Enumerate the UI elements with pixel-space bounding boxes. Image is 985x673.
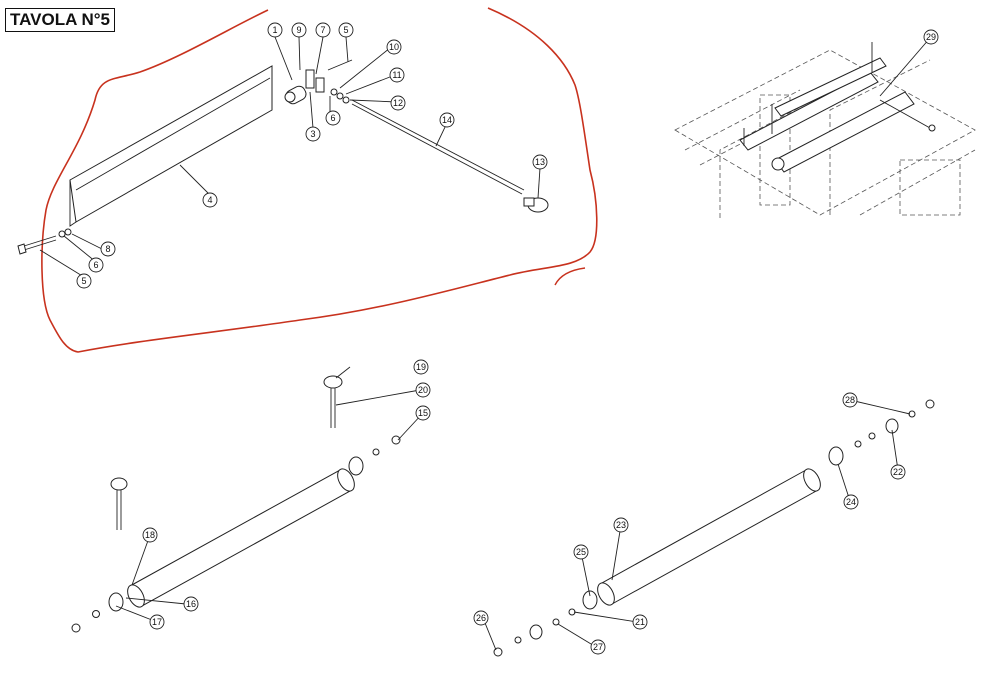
callout-28: 28 [842, 392, 858, 408]
callout-15: 15 [415, 405, 431, 421]
callout-11: 11 [389, 67, 405, 83]
callout-6-left: 6 [88, 257, 104, 273]
svg-text:29: 29 [926, 32, 936, 42]
callout-26: 26 [473, 610, 489, 626]
svg-text:24: 24 [846, 497, 856, 507]
callout-25: 25 [573, 544, 589, 560]
red-markup-outline [41, 7, 598, 353]
leader-lines [39, 36, 931, 651]
svg-text:14: 14 [442, 115, 452, 125]
panel-part-4 [69, 65, 273, 227]
callout-13: 13 [532, 154, 548, 170]
svg-text:18: 18 [145, 530, 155, 540]
callout-19: 19 [413, 359, 429, 375]
svg-text:4: 4 [207, 195, 212, 205]
callout-4: 4 [202, 192, 218, 208]
red-markup-tail [554, 267, 586, 286]
callout-1: 1 [267, 22, 283, 38]
svg-text:10: 10 [389, 42, 399, 52]
svg-text:6: 6 [93, 260, 98, 270]
callout-21: 21 [632, 614, 648, 630]
callout-3: 3 [305, 126, 321, 142]
svg-text:17: 17 [152, 617, 162, 627]
knob-part-13 [523, 197, 549, 213]
svg-text:22: 22 [893, 467, 903, 477]
callout-29: 29 [923, 29, 939, 45]
svg-text:1: 1 [272, 25, 277, 35]
roller-end-hardware-right [493, 399, 935, 657]
roller-part-18 [127, 468, 355, 608]
svg-text:9: 9 [296, 25, 301, 35]
svg-text:11: 11 [392, 70, 401, 80]
callout-23: 23 [613, 517, 629, 533]
callout-8: 8 [100, 241, 116, 257]
svg-text:5: 5 [81, 276, 86, 286]
svg-text:26: 26 [476, 613, 486, 623]
roller-part-23 [597, 468, 821, 606]
bushing-assembly-top [284, 59, 353, 105]
callout-9: 9 [291, 22, 307, 38]
callout-7: 7 [315, 22, 331, 38]
screw-part-5-left [17, 228, 72, 255]
svg-text:16: 16 [186, 599, 196, 609]
callout-5-left: 5 [76, 273, 92, 289]
svg-text:7: 7 [320, 25, 325, 35]
roller-end-hardware-left [71, 435, 401, 633]
callout-16: 16 [183, 596, 199, 612]
svg-text:12: 12 [393, 98, 403, 108]
svg-text:5: 5 [343, 25, 348, 35]
svg-text:21: 21 [635, 617, 645, 627]
callout-27: 27 [590, 639, 606, 655]
svg-text:27: 27 [593, 642, 603, 652]
callout-5-top: 5 [338, 22, 354, 38]
callout-17: 17 [149, 614, 165, 630]
assembly-view [674, 42, 976, 218]
callout-10: 10 [386, 39, 402, 55]
svg-text:15: 15 [418, 408, 428, 418]
svg-text:19: 19 [416, 362, 426, 372]
svg-text:20: 20 [418, 385, 428, 395]
callout-22: 22 [890, 464, 906, 480]
svg-text:8: 8 [105, 244, 110, 254]
svg-text:23: 23 [616, 520, 626, 530]
callout-14: 14 [439, 112, 455, 128]
callout-18: 18 [142, 527, 158, 543]
knob-pin-loose [110, 477, 128, 530]
svg-text:3: 3 [310, 129, 315, 139]
svg-text:25: 25 [576, 547, 586, 557]
callout-6-top: 6 [325, 110, 341, 126]
svg-text:28: 28 [845, 395, 855, 405]
svg-text:6: 6 [330, 113, 335, 123]
svg-text:13: 13 [535, 157, 545, 167]
callout-12: 12 [390, 95, 406, 111]
sheet-title: TAVOLA N°5 [5, 8, 115, 32]
callout-24: 24 [843, 494, 859, 510]
knob-pin-part-19-20 [323, 375, 343, 428]
callout-20: 20 [415, 382, 431, 398]
tie-rod-part-14 [351, 99, 525, 195]
